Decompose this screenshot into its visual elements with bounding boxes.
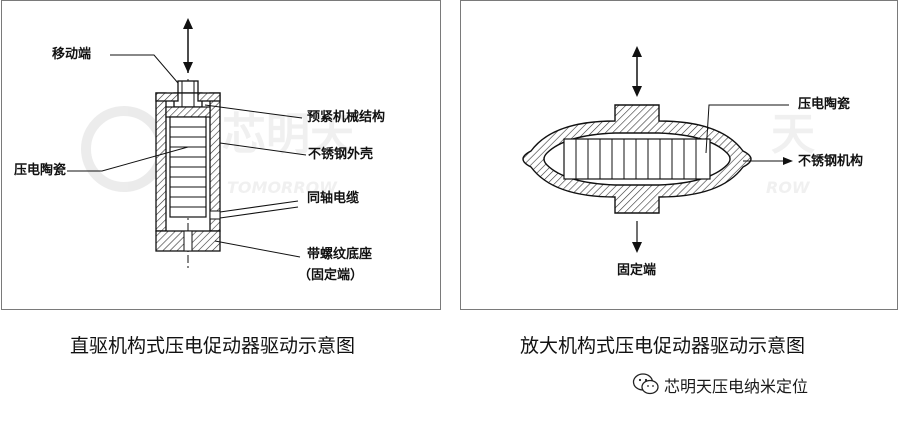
label-coaxial-cable: 同轴电缆 (307, 191, 360, 206)
watermark-logo-right: 天 ROW (766, 109, 815, 197)
svg-text:TOMORROW: TOMORROW (227, 178, 338, 197)
direct-drive-diagram: 芯明天 TOMORROW (67, 18, 354, 269)
coaxial-cable (209, 200, 299, 220)
caption-right: 放大机构式压电促动器驱动示意图 (520, 335, 806, 357)
wechat-icon (632, 373, 659, 395)
piezo-stack (169, 116, 207, 218)
label-stainless-frame: 不锈钢机构 (798, 154, 864, 169)
label-threaded-base: 带螺纹底座 (307, 247, 373, 262)
label-fixed-end-right: 固定端 (617, 263, 657, 278)
label-preload-structure: 预紧机械结构 (307, 110, 386, 125)
label-piezo-ceramic-right: 压电陶瓷 (798, 97, 851, 112)
watermark-logo-left: 芯明天 TOMORROW (81, 106, 354, 197)
amplified-drive-diagram: 天 ROW (522, 46, 815, 253)
motion-arrow (183, 18, 193, 73)
left-diagram-panel: 芯明天 TOMORROW (1, 0, 441, 310)
caption-left: 直驱机构式压电促动器驱动示意图 (70, 335, 356, 357)
fixed-end-arrow (632, 221, 642, 253)
leader-lines-right (705, 104, 789, 154)
account-name: 芯明天压电纳米定位 (664, 377, 809, 396)
threaded-base (155, 230, 221, 252)
right-diagram-panel: 天 ROW (460, 0, 898, 310)
leader-lines-left (67, 54, 307, 258)
motion-arrow-right (632, 46, 642, 97)
svg-text:芯明天: 芯明天 (222, 109, 354, 160)
label-fixed-end-left: （固定端） (298, 268, 364, 283)
svg-text:ROW: ROW (766, 178, 811, 197)
label-piezo-ceramic-left: 压电陶瓷 (14, 163, 67, 178)
frame-arrow (743, 157, 793, 165)
preload-plate (165, 106, 211, 118)
stainless-frame (522, 104, 752, 214)
piezo-stack-right (563, 138, 711, 180)
svg-text:天: 天 (771, 109, 815, 160)
label-moving-end: 移动端 (52, 47, 92, 62)
label-stainless-shell: 不锈钢外壳 (308, 147, 374, 162)
